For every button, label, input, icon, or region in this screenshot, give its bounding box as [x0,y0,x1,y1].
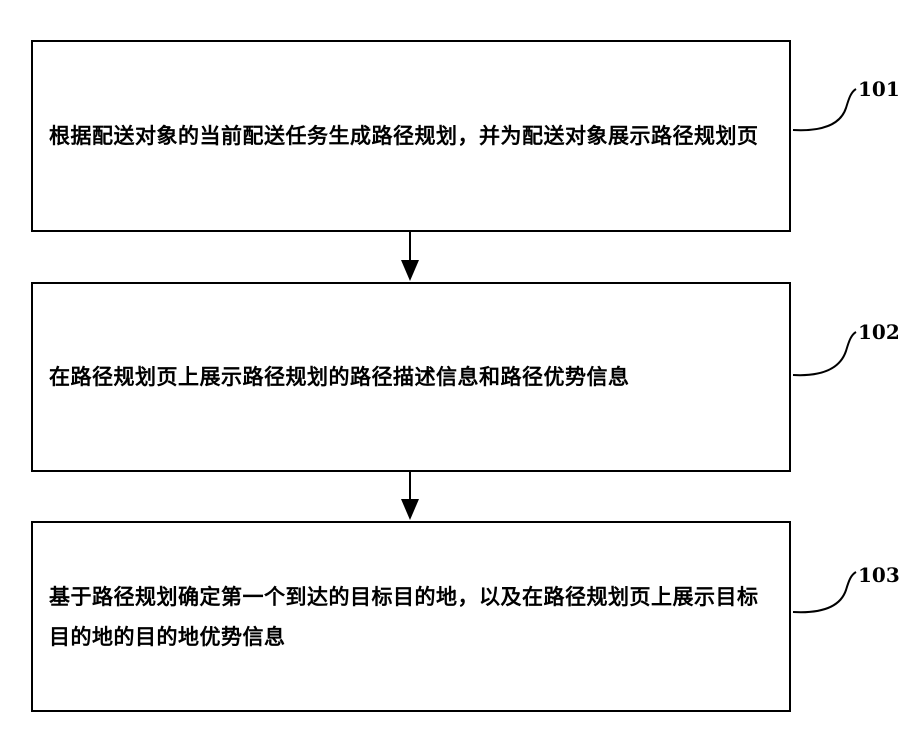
arrow-101-to-102 [401,232,419,281]
leader-line-101 [793,89,856,130]
leader-line-103 [793,572,856,612]
arrow-102-to-103 [401,472,419,520]
leader-line-102 [793,332,856,375]
